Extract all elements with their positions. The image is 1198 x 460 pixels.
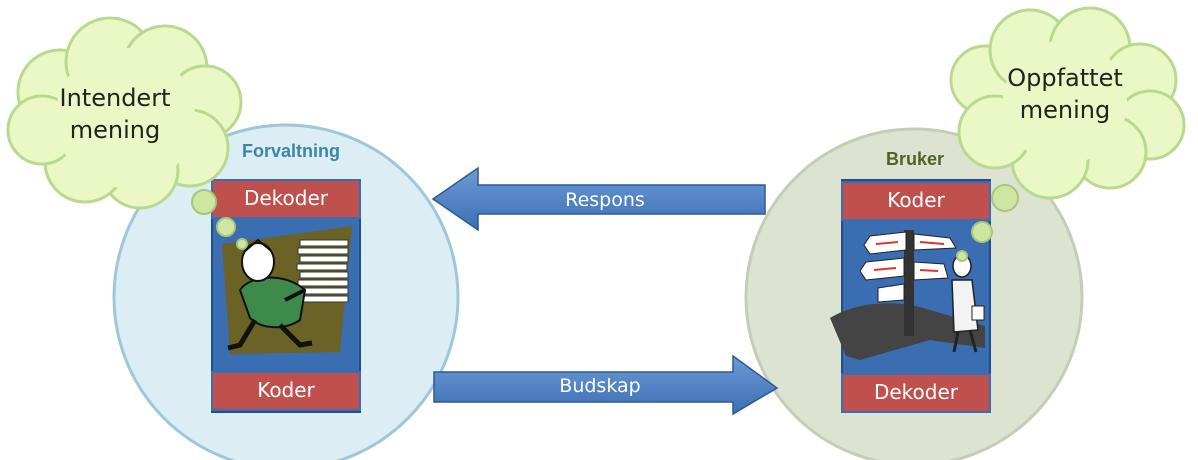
right-bottom-band xyxy=(841,373,991,413)
right-cloud-line1: Oppfattet xyxy=(1007,64,1123,92)
message-arrow xyxy=(433,354,779,416)
message-arrow-label: Budskap xyxy=(559,375,641,397)
right-thought-bubble-large xyxy=(991,184,1019,212)
left-bottom-band-label: Koder xyxy=(257,378,315,402)
left-thought-cloud xyxy=(6,16,243,210)
left-cloud-text: Intendert mening xyxy=(40,82,190,146)
right-thought-bubble-medium xyxy=(971,221,993,243)
left-bottom-band xyxy=(211,371,361,411)
man-at-signpost-icon xyxy=(830,230,985,360)
left-cloud-line1: Intendert xyxy=(59,84,171,112)
right-top-band xyxy=(841,181,991,221)
right-thought-bubble-small xyxy=(956,250,968,262)
right-circle-title: Bruker xyxy=(885,149,945,169)
response-arrow-label: Respons xyxy=(565,189,645,211)
left-panel xyxy=(211,179,361,413)
response-arrow xyxy=(431,166,766,232)
left-thought-bubble-large xyxy=(191,189,217,215)
right-bottom-band-label: Dekoder xyxy=(873,380,959,404)
left-thought-bubble-small xyxy=(236,238,248,250)
right-top-band-label: Koder xyxy=(887,188,945,212)
left-cloud-line2: mening xyxy=(69,116,161,144)
office-worker-carrying-papers-icon xyxy=(222,226,352,354)
left-top-band xyxy=(211,179,361,219)
right-cloud-line2: mening xyxy=(1019,96,1111,124)
left-top-band-label: Dekoder xyxy=(243,186,329,210)
left-circle-title: Forvaltning xyxy=(242,141,340,161)
left-thought-bubble-medium xyxy=(216,217,236,237)
right-panel xyxy=(830,179,991,413)
right-thought-cloud xyxy=(949,6,1186,200)
right-cloud-text: Oppfattet mening xyxy=(990,62,1140,126)
